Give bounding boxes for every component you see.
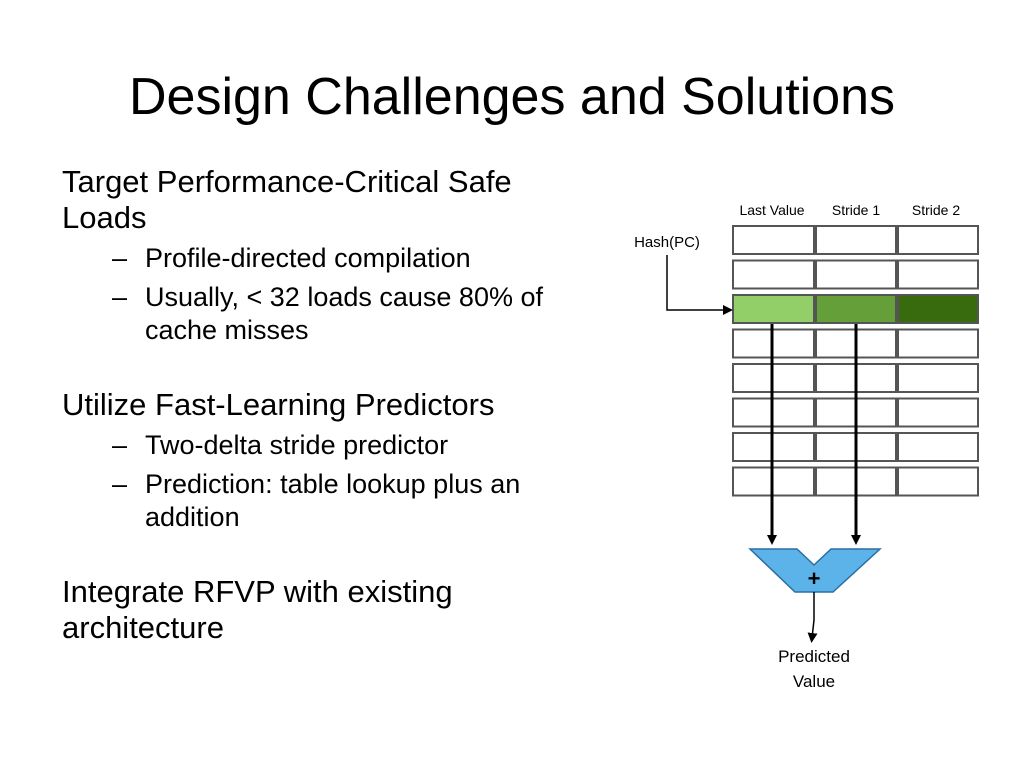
sub-bullet-list: –Profile-directed compilation –Usually, … [62, 242, 602, 347]
adder-shape [748, 548, 882, 593]
stride-2-cell [897, 466, 979, 497]
last-value-cell [732, 294, 815, 324]
sub-bullet-item: –Two-delta stride predictor [62, 429, 602, 462]
stride-1-cell [815, 225, 897, 255]
stride-2-cell [897, 225, 979, 255]
sub-bullet-text: Prediction: table lookup plus an additio… [145, 469, 521, 532]
table-row [732, 225, 979, 255]
dash-marker: – [112, 282, 128, 312]
stride-2-cell [897, 432, 979, 462]
last-value-cell [732, 259, 815, 290]
stride-predictor-diagram: Last Value Stride 1 Stride 2 Hash(PC) + … [634, 202, 979, 691]
sub-bullet-text: Two-delta stride predictor [145, 430, 449, 460]
bullet-section-predictors: Utilize Fast-Learning Predictors –Two-de… [62, 387, 602, 534]
sub-bullet-item: –Usually, < 32 loads cause 80% of cache … [62, 281, 602, 347]
sub-bullet-text: Usually, < 32 loads cause 80% of cache m… [145, 282, 543, 345]
bullet-section-integrate: Integrate RFVP with existing architectur… [62, 574, 602, 646]
sub-bullet-item: –Prediction: table lookup plus an additi… [62, 468, 602, 534]
index-arrow [666, 255, 733, 315]
sub-bullet-list: –Two-delta stride predictor –Prediction:… [62, 429, 602, 534]
table-row-selected [732, 294, 979, 324]
stride-1-cell [815, 294, 897, 324]
bullet-section-target-loads: Target Performance-Critical Safe Loads –… [62, 164, 602, 347]
last-value-cell [732, 225, 815, 255]
stride-2-cell [897, 363, 979, 393]
sub-bullet-item: –Profile-directed compilation [62, 242, 602, 275]
column-header-stride-2: Stride 2 [912, 202, 960, 218]
sub-bullet-text: Profile-directed compilation [145, 243, 471, 273]
stride-1-cell [815, 259, 897, 290]
slide-title: Design Challenges and Solutions [128, 68, 896, 126]
stride-2-cell [897, 397, 979, 428]
dash-marker: – [112, 243, 128, 273]
predicted-value-label-line2: Value [793, 672, 835, 691]
column-header-stride-1: Stride 1 [832, 202, 880, 218]
predicted-value-label-line1: Predicted [778, 647, 850, 666]
stride-2-cell [897, 259, 979, 290]
hash-pc-label: Hash(PC) [634, 234, 700, 251]
column-header-last-value: Last Value [739, 202, 804, 218]
dash-marker: – [112, 430, 128, 460]
adder-plus-symbol: + [808, 566, 821, 591]
bullet-item: Utilize Fast-Learning Predictors [62, 387, 495, 422]
table-row [732, 259, 979, 290]
bullet-list: Target Performance-Critical Safe Loads –… [62, 164, 602, 646]
stride-2-cell [897, 328, 979, 359]
stride-2-cell [897, 294, 979, 324]
output-arrow [807, 592, 818, 643]
bullet-item: Target Performance-Critical Safe Loads [62, 164, 512, 235]
bullet-item: Integrate RFVP with existing architectur… [62, 574, 453, 645]
dash-marker: – [112, 469, 128, 499]
